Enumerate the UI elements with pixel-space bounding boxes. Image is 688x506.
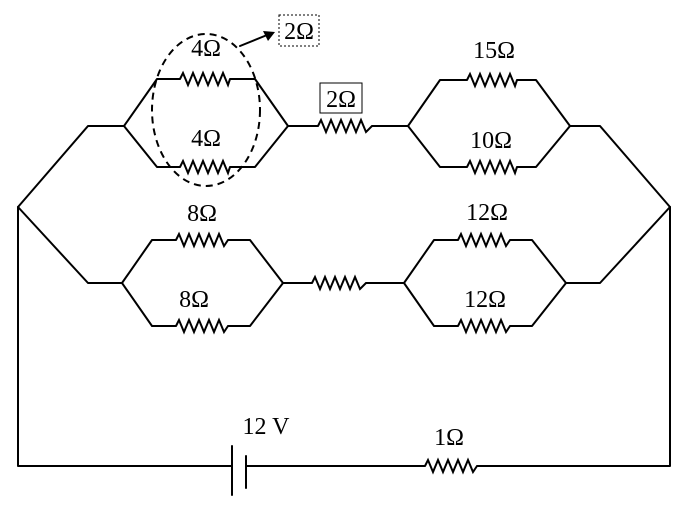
dashed-ellipse <box>151 33 261 187</box>
arrow-head-icon <box>263 31 275 41</box>
resistor-8ohm-lower <box>175 317 229 335</box>
resistor-8ohm-upper <box>175 231 229 249</box>
label-1ohm: 1Ω <box>434 425 464 451</box>
wire-left-to-bottom <box>17 206 123 284</box>
wire-left-to-top <box>17 125 125 208</box>
dashed-box <box>278 14 320 47</box>
resistor-12ohm-lower <box>457 317 511 335</box>
wire-right-vertical <box>476 206 671 467</box>
label-12ohm-upper: 12Ω <box>466 200 508 226</box>
equivalent-annotation: 2Ω <box>151 14 320 187</box>
label-4ohm-upper: 4Ω <box>191 36 221 62</box>
equivalent-note-label: 2Ω <box>284 19 314 45</box>
resistor-4ohm-upper <box>179 70 231 88</box>
wire-left-vertical <box>17 206 233 467</box>
wire-bottom-to-right <box>565 206 671 284</box>
label-4ohm-lower: 4Ω <box>191 126 221 152</box>
wire-15ohm-branch <box>407 79 571 127</box>
resistor-12ohm-upper <box>457 231 511 249</box>
label-12ohm-lower: 12Ω <box>464 287 506 313</box>
resistor-1ohm <box>424 457 478 475</box>
wire-10ohm-branch <box>407 125 571 168</box>
wire-4ohm-upper <box>123 78 289 127</box>
label-10ohm: 10Ω <box>470 128 512 154</box>
resistor-10ohm <box>466 158 518 176</box>
label-15ohm: 15Ω <box>473 38 515 64</box>
wire-8ohm-upper <box>121 239 284 284</box>
wire-top-to-right <box>569 125 671 208</box>
resistor-2ohm-series <box>317 117 373 135</box>
resistor-series-unlabeled <box>311 274 367 292</box>
resistor-15ohm <box>466 71 518 89</box>
wire-12ohm-lower <box>403 282 567 327</box>
box-2ohm-label <box>319 82 363 114</box>
resistor-4ohm-lower <box>179 158 231 176</box>
labels: 4Ω 4Ω 2Ω 15Ω 10Ω 8Ω 8Ω 12Ω 12Ω 12 V 1Ω <box>179 36 515 451</box>
wire-4ohm-lower <box>123 125 289 168</box>
wire-8ohm-lower <box>121 282 284 327</box>
wire-12ohm-upper <box>403 239 567 284</box>
label-2ohm-series: 2Ω <box>326 87 356 113</box>
top-branch <box>17 70 671 208</box>
label-8ohm-upper: 8Ω <box>187 201 217 227</box>
bottom-branch <box>17 206 671 335</box>
label-8ohm-lower: 8Ω <box>179 287 209 313</box>
outer-loop <box>17 206 671 496</box>
label-battery: 12 V <box>243 414 291 440</box>
